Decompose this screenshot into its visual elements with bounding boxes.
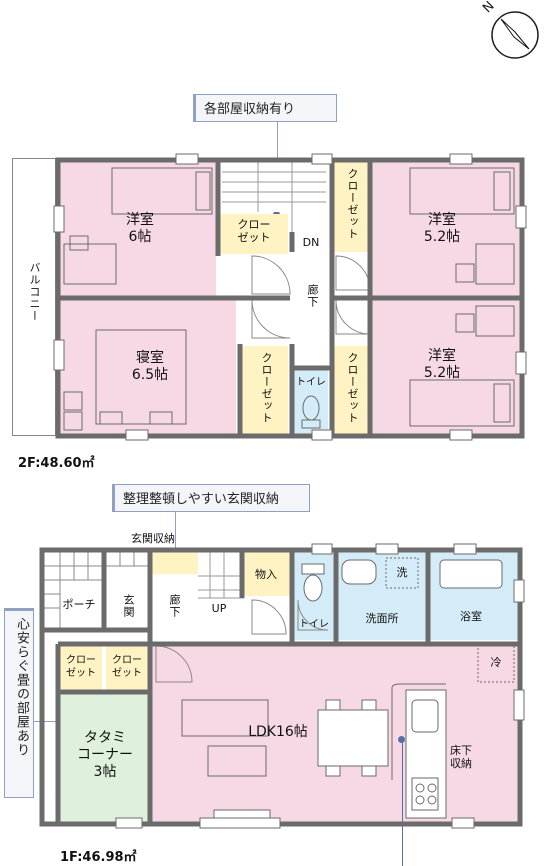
label-bedroom: 寝室 6.5帖 [131, 350, 169, 383]
closet-1f-right [106, 646, 148, 690]
label-closet-center: クロー ゼット [237, 218, 271, 244]
label-hallway-2f: 廊下 [306, 284, 319, 308]
entrance-storage [150, 552, 198, 574]
label-floor-storage: 床下 収納 [450, 744, 472, 770]
label-genkan: 玄関 [122, 594, 135, 618]
room-western-52-bottom [372, 300, 520, 434]
balcony-label: バルコニー [28, 262, 41, 322]
label-stairs-dn: DN [302, 236, 320, 249]
closet-center [220, 214, 288, 254]
label-toilet-1f: トイレ [299, 619, 329, 630]
balcony [12, 158, 56, 436]
kitchen-marker-dot [398, 736, 405, 743]
label-closet-1f-left: クロー ゼット [66, 655, 96, 679]
label-entrance-storage: 玄関収納 [131, 532, 175, 545]
label-storage-1f: 物入 [255, 568, 277, 581]
room-bedroom [60, 300, 236, 434]
label-western-52-top: 洋室 5.2帖 [423, 212, 461, 245]
callout-tatami: 心安らぐ畳の部屋あり [4, 608, 34, 798]
label-closet-tr: クローゼット [346, 168, 359, 240]
callout-entrance-line [175, 512, 176, 566]
closet-br [334, 346, 368, 434]
label-fridge: 冷 [490, 656, 502, 669]
room-western-6 [60, 162, 216, 296]
storage-1f [244, 552, 290, 596]
closet-bl [242, 346, 288, 434]
label-western-52-bottom: 洋室 5.2帖 [423, 348, 461, 381]
label-toilet-2f: トイレ [296, 377, 326, 388]
stairs-2f [220, 162, 328, 212]
callout-tatami-line [34, 721, 70, 722]
callout-entrance-storage: 整理整頓しやすい玄関収納 [112, 484, 310, 512]
label-closet-bl: クローゼット [260, 352, 273, 424]
floor1-area: 1F:46.98㎡ [60, 850, 137, 865]
callout-storage-2f: 各部屋収納有り [193, 94, 337, 122]
label-washroom: 洗面所 [365, 612, 399, 625]
label-ldk: LDK16帖 [248, 724, 308, 740]
toilet-2f [294, 370, 328, 434]
closet-1f-left [60, 646, 102, 690]
label-hallway-1f: 廊下 [168, 594, 181, 618]
label-bathroom: 浴室 [460, 610, 482, 623]
label-tatami: タタミ コーナー 3帖 [77, 730, 133, 780]
label-closet-1f-right: クロー ゼット [112, 655, 142, 679]
label-western-6: 洋室 6帖 [126, 212, 154, 245]
room-western-52-top [372, 162, 520, 296]
genkan [106, 552, 148, 628]
tatami-corner [60, 692, 148, 822]
hallway-2f [294, 232, 328, 368]
kitchen-marker-line [402, 740, 403, 866]
label-closet-br: クローゼット [346, 352, 359, 424]
closet-tr [334, 162, 368, 252]
compass: N [480, 0, 542, 60]
label-porch: ポーチ [62, 598, 96, 611]
label-washer: 洗 [396, 566, 408, 579]
floor2-area: 2F:48.60㎡ [18, 456, 95, 471]
label-stairs-up: UP [211, 602, 227, 615]
compass-icon [491, 11, 539, 59]
